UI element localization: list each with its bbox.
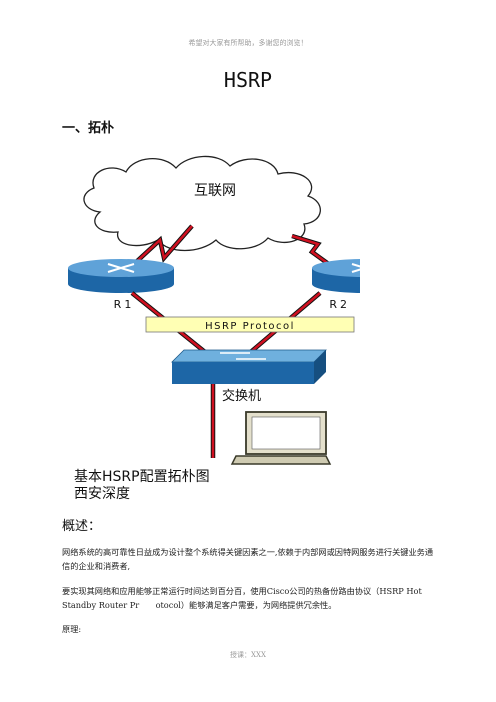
router-r2-label: R2 bbox=[329, 298, 350, 311]
footer-note: 授课：XXX bbox=[230, 651, 266, 659]
section-heading-topology: 一、拓朴 bbox=[62, 121, 115, 136]
router-r1-label: R1 bbox=[114, 298, 135, 311]
paragraph-reliability: 网络系统的高可靠性日益成为设计整个系统得关键因素之一,依赖于内部网或因特网服务进… bbox=[62, 547, 434, 571]
paragraph-hsrp-intro: 要实现其网络和应用能够正常运行时间达到百分百，使用Cisco公司的热备份路由协议… bbox=[62, 586, 422, 610]
router-r1-icon bbox=[68, 259, 174, 293]
diagram-caption-author: 西安深度 bbox=[74, 486, 130, 502]
hsrp-protocol-banner bbox=[145, 316, 355, 333]
switch-label: 交换机 bbox=[222, 388, 261, 404]
switch-icon bbox=[171, 349, 327, 384]
internet-cloud-icon bbox=[83, 155, 321, 252]
header-note: 希望对大家有所帮助，多谢您的浏览！ bbox=[188, 39, 308, 47]
diagram-caption-title: 基本HSRP配置拓朴图 bbox=[74, 468, 210, 485]
paragraph-principle: 原理: bbox=[62, 624, 82, 634]
router-r2-icon bbox=[312, 259, 360, 293]
hsrp-topology-diagram: 互联网 R1 R2 HSRP Protocol bbox=[68, 155, 360, 502]
document-title: HSRP bbox=[223, 68, 273, 92]
overview-heading: 概述： bbox=[62, 519, 102, 534]
hsrp-protocol-label: HSRP Protocol bbox=[205, 321, 295, 332]
internet-label: 互联网 bbox=[194, 183, 236, 199]
wan-link-left bbox=[120, 224, 194, 277]
laptop-icon bbox=[230, 411, 332, 465]
